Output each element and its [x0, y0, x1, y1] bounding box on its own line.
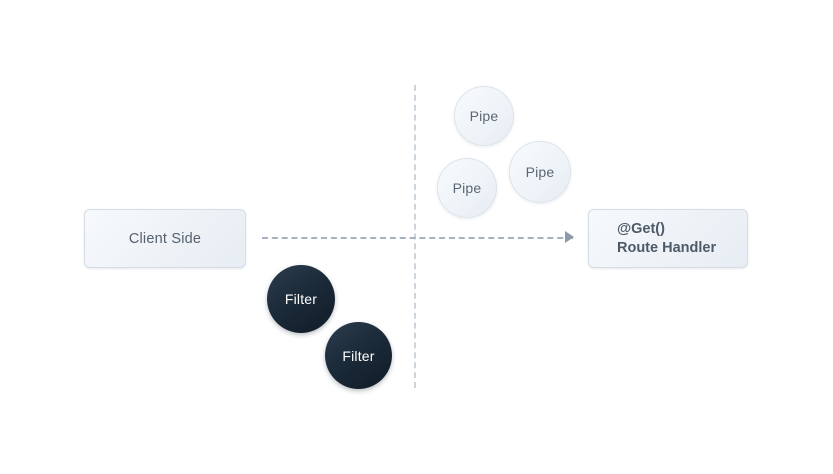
vertical-dashed-divider: [414, 85, 416, 388]
route-handler-name: Route Handler: [617, 239, 717, 256]
pipe-label: Pipe: [469, 108, 499, 124]
pipe-label: Pipe: [452, 180, 482, 196]
filter-circle: Filter: [325, 322, 392, 389]
filter-label: Filter: [342, 347, 375, 364]
pipe-circle: Pipe: [454, 86, 514, 146]
client-side-box: Client Side: [84, 209, 246, 268]
request-flow-dashed-arrow: [262, 237, 573, 239]
pipe-label: Pipe: [525, 164, 555, 180]
arrow-head-icon: [565, 231, 574, 243]
route-handler-box: @Get() Route Handler: [588, 209, 748, 268]
route-handler-text: @Get() Route Handler: [617, 220, 716, 258]
pipe-circle: Pipe: [437, 158, 497, 218]
filter-label: Filter: [284, 291, 318, 307]
filter-circle: Filter: [267, 265, 335, 333]
pipe-circle: Pipe: [509, 141, 571, 203]
client-side-label: Client Side: [128, 230, 202, 247]
route-handler-decorator: @Get(): [617, 220, 665, 237]
